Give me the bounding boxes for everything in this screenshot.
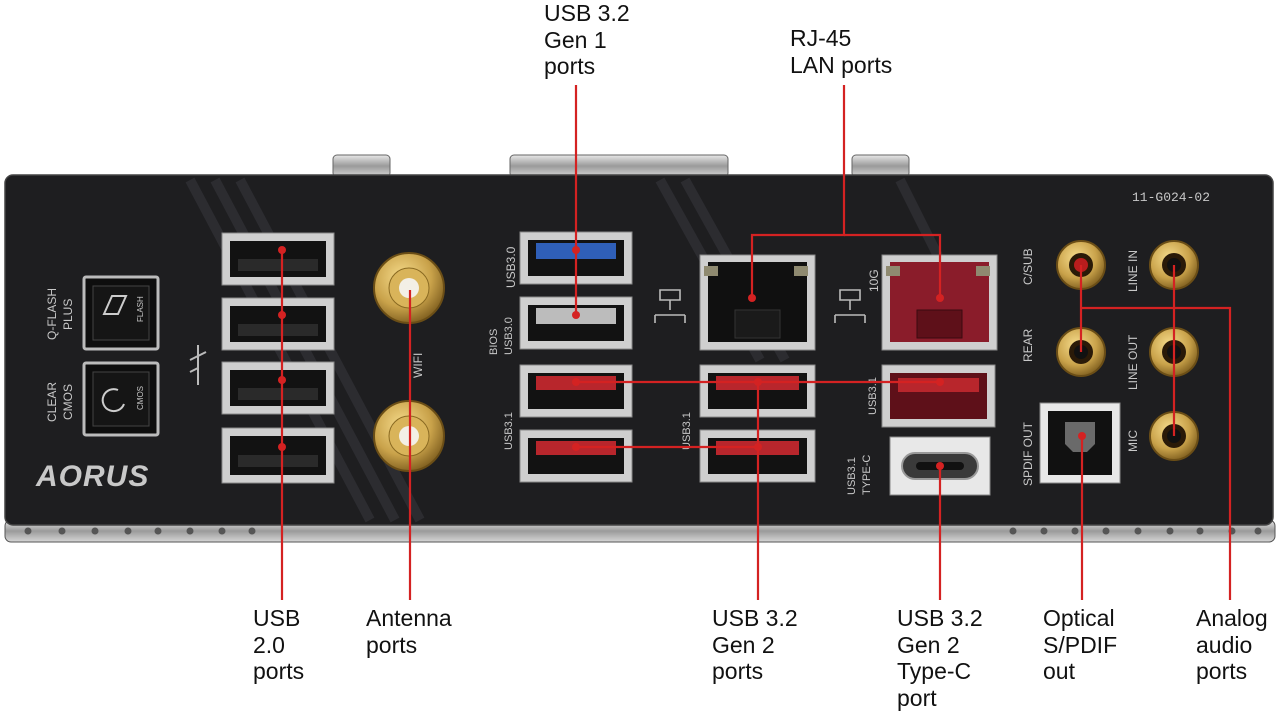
usb31-left-label-2: USB3.1 bbox=[681, 412, 693, 450]
leader-dot-usb32-gen1-a bbox=[572, 246, 580, 254]
clear-button-label: CMOS bbox=[136, 386, 145, 410]
usb31-port-2[interactable] bbox=[519, 429, 633, 483]
clear-cmos-group: CLEAR CMOS bbox=[45, 382, 75, 422]
usb31-port-1[interactable] bbox=[519, 364, 633, 418]
lan-port-1[interactable] bbox=[699, 254, 816, 351]
refresh-icon bbox=[101, 388, 125, 413]
qflash-plus-group: Q-FLASH PLUS bbox=[45, 288, 75, 340]
spdif-out-label: SPDIF OUT bbox=[1021, 421, 1035, 486]
usb-symbol-icon bbox=[189, 345, 207, 385]
qflash-label-line1: Q-FLASH bbox=[45, 288, 59, 340]
leader-dot-usb32-gen2-a bbox=[572, 378, 580, 386]
audio-line-in-label: LINE IN bbox=[1126, 250, 1140, 292]
lan-10g-label: 10G bbox=[867, 269, 881, 292]
leader-dot-usb20-b bbox=[278, 311, 286, 319]
flash-icon bbox=[102, 295, 128, 315]
usb20-port-1[interactable] bbox=[221, 232, 335, 286]
usb20-port-3[interactable] bbox=[221, 361, 335, 415]
usb30-top-label: USB3.0 bbox=[504, 246, 518, 288]
qflash-button[interactable]: FLASH bbox=[82, 275, 160, 351]
leader-dot-usb32-gen2-b bbox=[572, 443, 580, 451]
audio-rear-label: REAR bbox=[1021, 328, 1035, 362]
wifi-label: WIFI bbox=[411, 353, 425, 378]
leader-dot-usb32-gen2-e bbox=[936, 378, 944, 386]
network-icon-right bbox=[834, 289, 866, 323]
leader-rj45-b bbox=[844, 233, 942, 298]
callout-usb20: USB 2.0 ports bbox=[253, 605, 305, 684]
usb20-port-4[interactable] bbox=[221, 427, 335, 484]
clear-cmos-button[interactable]: CMOS bbox=[82, 361, 160, 437]
clear-label-line1: CLEAR bbox=[45, 382, 59, 422]
leader-analog bbox=[1081, 306, 1232, 600]
leader-dot-usb20-c bbox=[278, 376, 286, 384]
leader-dot-rj45-a bbox=[748, 294, 756, 302]
wifi-antenna-top[interactable] bbox=[373, 252, 445, 324]
top-clips bbox=[332, 154, 910, 178]
leader-dot-usb32-gen2-c bbox=[754, 378, 762, 386]
usb20-port-stack bbox=[221, 232, 335, 484]
audio-csub-label: C/SUB bbox=[1021, 248, 1035, 285]
clear-label-line2: CMOS bbox=[61, 384, 75, 420]
callout-usb32-gen2-typec: USB 3.2 Gen 2 Type-C port bbox=[897, 605, 983, 711]
optical-spdif-port[interactable] bbox=[1039, 402, 1121, 484]
network-icon-left bbox=[654, 289, 686, 323]
usb31-left-label-1: USB3.1 bbox=[503, 412, 515, 450]
leader-rj45 bbox=[750, 85, 846, 298]
audio-line-out-label: LINE OUT bbox=[1126, 334, 1140, 390]
leader-dot-usb32-gen1-b bbox=[572, 311, 580, 319]
usb31-typec-label-line1: USB3.1 bbox=[846, 457, 858, 495]
callout-analog: Analog audio ports bbox=[1196, 605, 1268, 684]
callout-optical: Optical S/PDIF out bbox=[1043, 605, 1118, 684]
usb31-right-label: USB3.1 bbox=[867, 377, 879, 415]
callout-usb32-gen2: USB 3.2 Gen 2 ports bbox=[712, 605, 798, 684]
usb31-port-4[interactable] bbox=[699, 429, 816, 483]
usb31-port-dark-red[interactable] bbox=[881, 364, 996, 428]
callout-antenna: Antenna ports bbox=[366, 605, 452, 658]
qflash-button-label: FLASH bbox=[136, 296, 145, 322]
callout-rj45: RJ-45 LAN ports bbox=[790, 25, 893, 78]
qflash-label-line2: PLUS bbox=[61, 299, 75, 330]
leader-dot-typec bbox=[936, 462, 944, 470]
leader-dot-usb20-a bbox=[278, 246, 286, 254]
usb20-port-2[interactable] bbox=[221, 297, 335, 351]
audio-mic-label: MIC bbox=[1126, 430, 1140, 452]
model-code: 11-G024-02 bbox=[1132, 190, 1210, 205]
callout-usb32-gen1: USB 3.2 Gen 1 ports bbox=[544, 0, 630, 79]
leader-dot-usb32-gen2-d bbox=[754, 443, 762, 451]
leader-lines bbox=[278, 85, 1232, 600]
bios-label-line2: USB3.0 bbox=[503, 317, 515, 355]
leader-dot-usb20-d bbox=[278, 443, 286, 451]
bios-label-line1: BIOS bbox=[488, 329, 500, 355]
leader-dot-rj45-b bbox=[936, 294, 944, 302]
brand-logo: AORUS bbox=[35, 460, 149, 493]
usb31-typec-label-line2: TYPE-C bbox=[861, 455, 873, 495]
leader-dot-optical bbox=[1078, 432, 1086, 440]
